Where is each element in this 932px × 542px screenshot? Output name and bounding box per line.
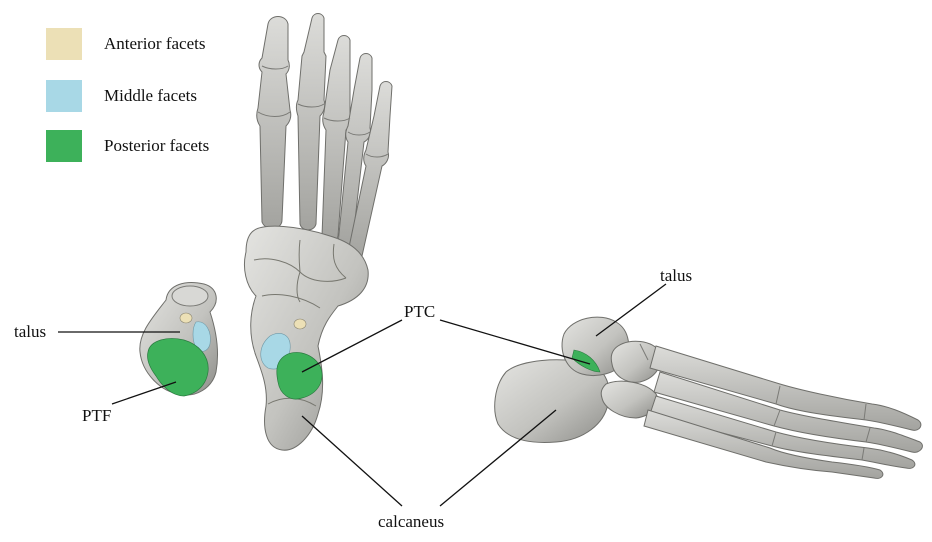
leader-line-ptf bbox=[112, 382, 176, 404]
label-calcaneus: calcaneus bbox=[378, 512, 444, 532]
leader-line-talus-right bbox=[596, 284, 666, 336]
label-talus-left: talus bbox=[14, 322, 46, 342]
foot-skeleton-superior-view-icon bbox=[244, 14, 392, 451]
foot-skeleton-lateral-view-icon bbox=[495, 317, 923, 478]
label-ptf: PTF bbox=[82, 406, 111, 426]
label-ptc: PTC bbox=[404, 302, 435, 322]
isolated-talus-bone-icon bbox=[140, 283, 218, 396]
leader-line-calcaneus-middle bbox=[302, 416, 402, 506]
label-talus-right: talus bbox=[660, 266, 692, 286]
